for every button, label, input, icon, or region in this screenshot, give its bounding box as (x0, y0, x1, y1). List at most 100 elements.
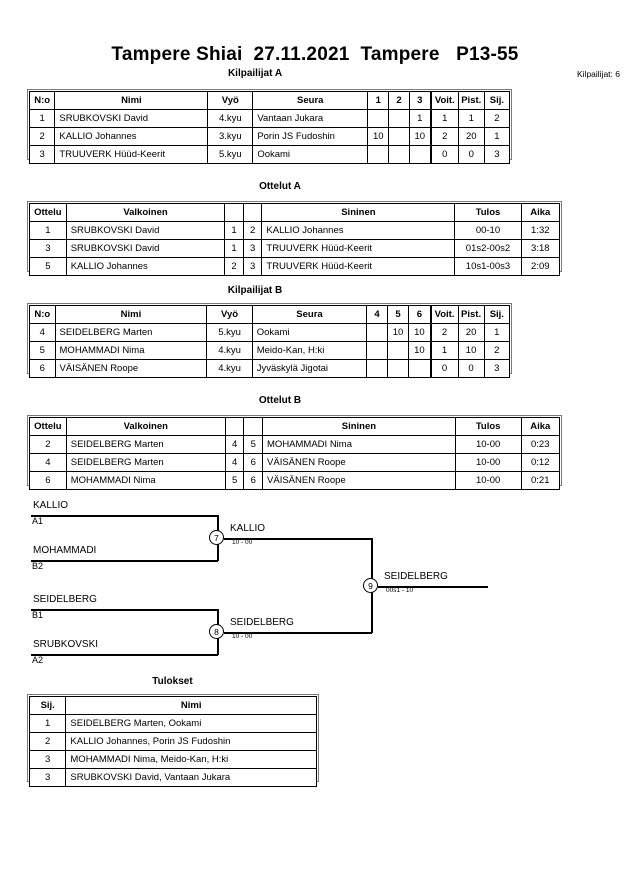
cell-points: 20 (457, 323, 485, 342)
cell-score-1 (367, 109, 390, 128)
pool-a-caption: Kilpailijat A (227, 68, 283, 79)
cell-rank: 3 (28, 768, 67, 787)
cell-points: 10 (457, 341, 485, 360)
cell-time: 2:09 (520, 257, 561, 276)
cell-rank: 2 (483, 341, 511, 360)
cell-rank: 1 (483, 127, 511, 146)
bracket-entrant-seed: B1 (32, 610, 44, 620)
col-white: Valkoinen (65, 203, 226, 222)
col-blue-no (242, 203, 263, 222)
cell-time: 3:18 (520, 239, 561, 258)
tournament-bracket: KALLIO A1 MOHAMMADI B2 7 KALLIO 10 - 00 … (0, 495, 630, 675)
cell-score-2 (388, 127, 410, 146)
cell-score-1 (367, 145, 390, 164)
cell-score-3: 10 (408, 127, 432, 146)
col-white-no (224, 417, 245, 436)
bracket-line (378, 586, 488, 588)
cell-score-5: 10 (386, 323, 410, 342)
cell-match: 4 (29, 453, 67, 472)
cell-points: 0 (457, 359, 485, 378)
bracket-match-node-7: 7 (209, 530, 224, 545)
cell-score-6 (408, 359, 432, 378)
table-row: 4 SEIDELBERG Marten 5.kyu Ookami 10 10 2… (29, 323, 511, 342)
cell-club: Ookami (251, 323, 368, 342)
cell-match: 1 (29, 221, 67, 240)
cell-white: MOHAMMADI Nima (65, 471, 226, 490)
cell-belt: 4.kyu (206, 359, 253, 378)
col-rank: Sij. (28, 696, 67, 715)
cell-name: KALLIO Johannes, Porin JS Fudoshin (65, 732, 317, 751)
cell-wins: 1 (429, 109, 459, 128)
cell-points: 1 (457, 109, 485, 128)
bracket-entrant-name: SEIDELBERG (33, 594, 97, 605)
col-time: Aika (520, 417, 561, 436)
cell-white: KALLIO Johannes (65, 257, 226, 276)
cell-blue-no: 3 (242, 239, 263, 258)
cell-no: 6 (29, 359, 56, 378)
bracket-line (224, 538, 372, 540)
cell-time: 0:21 (520, 471, 561, 490)
cell-name: SRUBKOVSKI David, Vantaan Jukara (65, 768, 317, 787)
col-match: Ottelu (29, 203, 67, 222)
cell-result: 00-10 (454, 221, 522, 240)
cell-score-4 (366, 359, 388, 378)
bracket-match-score: 10 - 00 (232, 633, 253, 640)
page-title: Tampere Shiai 27.11.2021 Tampere P13-55 (111, 44, 519, 65)
cell-blue: TRUUVERK Hüüd-Keerit (261, 257, 456, 276)
cell-wins: 0 (429, 145, 459, 164)
cell-score-4 (366, 323, 388, 342)
matches-a-header-row: Ottelu Valkoinen Sininen Tulos Aika (29, 203, 561, 222)
cell-time: 0:23 (520, 435, 561, 454)
matches-b-table: Ottelu Valkoinen Sininen Tulos Aika 2 SE… (29, 417, 561, 490)
col-points: Pist. (457, 305, 485, 324)
cell-no: 1 (28, 109, 56, 128)
col-name: Nimi (54, 305, 208, 324)
cell-wins: 1 (429, 341, 459, 360)
cell-white: SRUBKOVSKI David (65, 239, 226, 258)
cell-club: Meido-Kan, H:ki (251, 341, 368, 360)
bracket-winner-name: SEIDELBERG (230, 617, 294, 628)
cell-score-2 (388, 145, 410, 164)
col-no: N:o (28, 91, 56, 110)
cell-white-no: 1 (224, 221, 244, 240)
cell-score-3: 1 (408, 109, 432, 128)
table-row: 2 KALLIO Johannes 3.kyu Porin JS Fudoshi… (28, 127, 511, 146)
cell-club: Ookami (252, 145, 369, 164)
col-result: Tulos (454, 417, 522, 436)
bracket-line (31, 654, 218, 656)
cell-name: TRUUVERK Hüüd-Keerit (54, 145, 209, 164)
col-club: Seura (251, 305, 368, 324)
matches-a-table: Ottelu Valkoinen Sininen Tulos Aika 1 SR… (29, 203, 561, 276)
cell-result: 10s1-00s3 (454, 257, 522, 276)
cell-score-3 (408, 145, 432, 164)
pool-b-header-row: N:o Nimi Vyö Seura 4 5 6 Voit. Pist. Sij… (29, 305, 511, 324)
cell-rank: 1 (483, 323, 511, 342)
cell-name: SEIDELBERG Marten (54, 323, 208, 342)
cell-score-6: 10 (408, 341, 432, 360)
cell-belt: 4.kyu (207, 109, 254, 128)
cell-name: SRUBKOVSKI David (54, 109, 209, 128)
cell-match: 5 (29, 257, 67, 276)
cell-result: 10-00 (454, 453, 522, 472)
cell-club: Vantaan Jukara (252, 109, 369, 128)
cell-white-no: 1 (224, 239, 244, 258)
cell-name: MOHAMMADI Nima (54, 341, 208, 360)
col-opp-5: 5 (386, 305, 410, 324)
cell-no: 5 (29, 341, 56, 360)
cell-name: KALLIO Johannes (54, 127, 209, 146)
cell-blue: MOHAMMADI Nima (262, 435, 456, 454)
col-wins: Voit. (429, 305, 459, 324)
cell-points: 0 (457, 145, 485, 164)
cell-blue: KALLIO Johannes (261, 221, 456, 240)
col-opp-6: 6 (408, 305, 432, 324)
cell-match: 6 (29, 471, 67, 490)
table-row: 3 TRUUVERK Hüüd-Keerit 5.kyu Ookami 0 0 … (28, 145, 511, 164)
cell-score-5 (386, 359, 410, 378)
table-row: 4 SEIDELBERG Marten 4 6 VÄISÄNEN Roope 1… (29, 453, 561, 472)
col-wins: Voit. (429, 91, 459, 110)
matches-b-header-row: Ottelu Valkoinen Sininen Tulos Aika (29, 417, 561, 436)
bracket-entrant-seed: A1 (32, 516, 44, 526)
cell-name: VÄISÄNEN Roope (54, 359, 208, 378)
cell-no: 2 (28, 127, 56, 146)
col-no: N:o (29, 305, 56, 324)
